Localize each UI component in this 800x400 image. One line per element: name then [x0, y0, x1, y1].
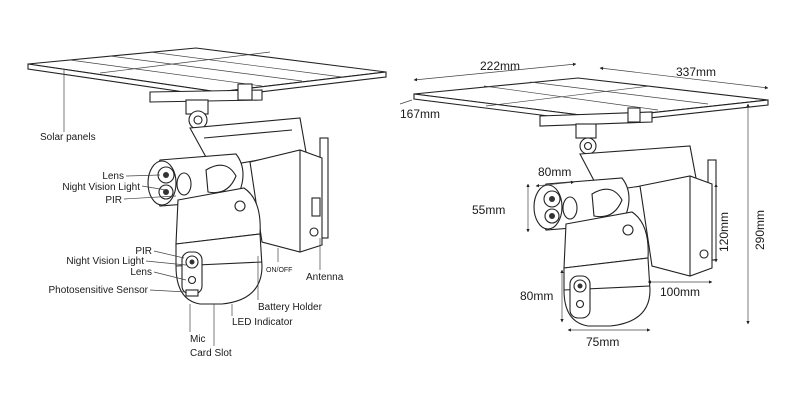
label-card-slot: Card Slot: [190, 348, 232, 359]
dim-lens-width: 80mm: [538, 165, 571, 179]
right-camera-drawing: 222mm 337mm 167mm 80mm 55mm 80mm 75mm 10…: [399, 59, 769, 349]
left-leader-lines: [63, 70, 321, 346]
label-on-off: ON/OFF: [266, 267, 292, 274]
right-battery-box: [639, 175, 713, 277]
dim-dome-width: 75mm: [586, 335, 619, 349]
dim-lens-height: 55mm: [472, 203, 505, 217]
label-solar-panels: Solar panels: [40, 132, 96, 143]
right-dimension-lines: [399, 62, 769, 332]
label-pir-top: PIR: [105, 195, 122, 206]
dim-panel-depth: 167mm: [400, 107, 440, 121]
label-night-vision-top: Night Vision Light: [62, 182, 140, 193]
dim-arm-length: 100mm: [660, 285, 700, 299]
label-led-indicator: LED Indicator: [232, 317, 293, 328]
dim-body-height: 120mm: [717, 212, 731, 252]
label-night-vision-bottom: Night Vision Light: [66, 256, 144, 267]
dim-dome-height: 80mm: [520, 289, 553, 303]
dim-panel-length: 337mm: [676, 65, 716, 79]
label-lens-top: Lens: [102, 171, 124, 182]
label-battery-holder: Battery Holder: [258, 302, 323, 313]
label-pir-bottom: PIR: [135, 246, 152, 257]
dim-total-height: 290mm: [753, 210, 767, 250]
dim-panel-width: 222mm: [480, 59, 520, 73]
left-solar-panel: [27, 47, 387, 98]
label-mic: Mic: [190, 334, 206, 345]
left-dome-lower: [175, 233, 263, 305]
label-photosensitive-sensor: Photosensitive Sensor: [48, 285, 148, 296]
right-dome-lower: [563, 257, 651, 327]
label-antenna: Antenna: [306, 272, 344, 283]
left-camera-drawing: Solar panels Lens Night Vision Light PIR…: [27, 47, 387, 359]
left-battery-box: [249, 149, 323, 253]
label-lens-bottom: Lens: [130, 267, 152, 278]
